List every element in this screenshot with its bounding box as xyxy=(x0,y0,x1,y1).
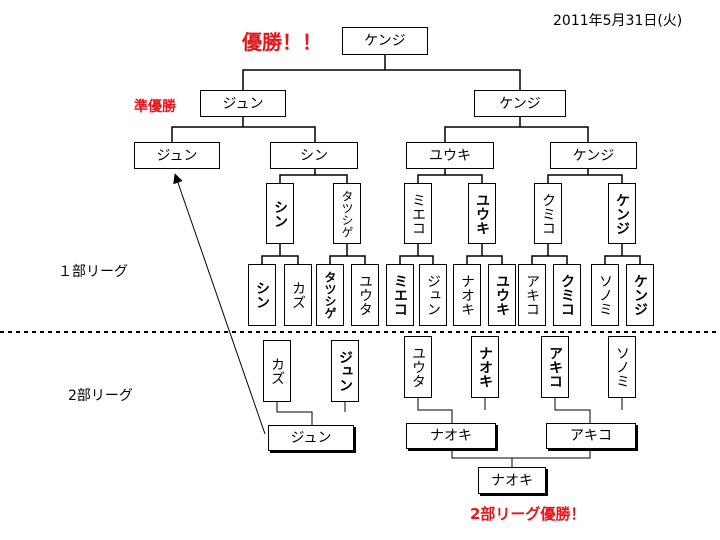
league1-r1-mieko: ミエコ xyxy=(386,264,414,326)
league2-winner-box: ナオキ xyxy=(478,467,546,494)
league1-r2-yuki: ユウキ xyxy=(468,183,496,244)
league2-r1-jun: ジュン xyxy=(331,340,359,402)
league2-label: 2部リーグ xyxy=(68,388,133,404)
league2-r1-akiko: アキコ xyxy=(541,336,569,398)
league2-r1-kazu: カズ xyxy=(263,340,291,402)
league1-r2-tatsushige: タツシゲ xyxy=(333,183,361,244)
league1-semi-yuki: ユウキ xyxy=(406,142,494,169)
league1-r1-kazu: カズ xyxy=(284,264,312,326)
league1-r1-akiko: アキコ xyxy=(518,264,546,326)
league2-r1-yuta: ユウタ xyxy=(404,336,432,398)
league1-r1-jun: ジュン xyxy=(419,264,447,326)
champion-label: 優勝！！ xyxy=(242,30,322,54)
league1-r2-shin: シン xyxy=(266,183,294,244)
league1-semi-kenji: ケンジ xyxy=(550,142,637,169)
league2-champion-label: 2部リーグ優勝！ xyxy=(470,505,586,523)
league1-r1-shin: シン xyxy=(248,264,276,326)
runner-up-label: 準優勝 xyxy=(134,99,176,115)
date-label: 2011年5月31日(火) xyxy=(553,13,683,29)
league1-r1-yuki: ユウキ xyxy=(488,264,516,326)
league2-r1-sonomi: ソノミ xyxy=(608,336,636,398)
league1-r1-naoki: ナオキ xyxy=(453,264,481,326)
league1-semi-shin: シン xyxy=(270,142,358,169)
final-winner-box: ケンジ xyxy=(342,27,428,55)
league1-r1-kenji: ケンジ xyxy=(626,264,654,326)
league1-r1-tatsushige: タツシゲ xyxy=(316,264,344,326)
runner-up-box: ジュン xyxy=(200,90,286,117)
league1-r1-kumiko: クミコ xyxy=(553,264,581,326)
league1-r2-mieko: ミエコ xyxy=(404,183,432,244)
league2-semi-akiko: アキコ xyxy=(546,423,636,449)
league1-label: １部リーグ xyxy=(58,264,128,280)
league2-semi-naoki: ナオキ xyxy=(406,423,496,449)
league1-r1-sonomi: ソノミ xyxy=(591,264,619,326)
league1-r2-kumiko: クミコ xyxy=(534,183,562,244)
league2-semi-jun: ジュン xyxy=(268,425,354,451)
league1-r1-yuta: ユウタ xyxy=(351,264,379,326)
league2-r1-naoki: ナオキ xyxy=(471,336,499,398)
league1-r2-kenji: ケンジ xyxy=(608,183,636,244)
league1-semi-jun: ジュン xyxy=(134,142,220,169)
finalist-right-box: ケンジ xyxy=(474,90,566,117)
